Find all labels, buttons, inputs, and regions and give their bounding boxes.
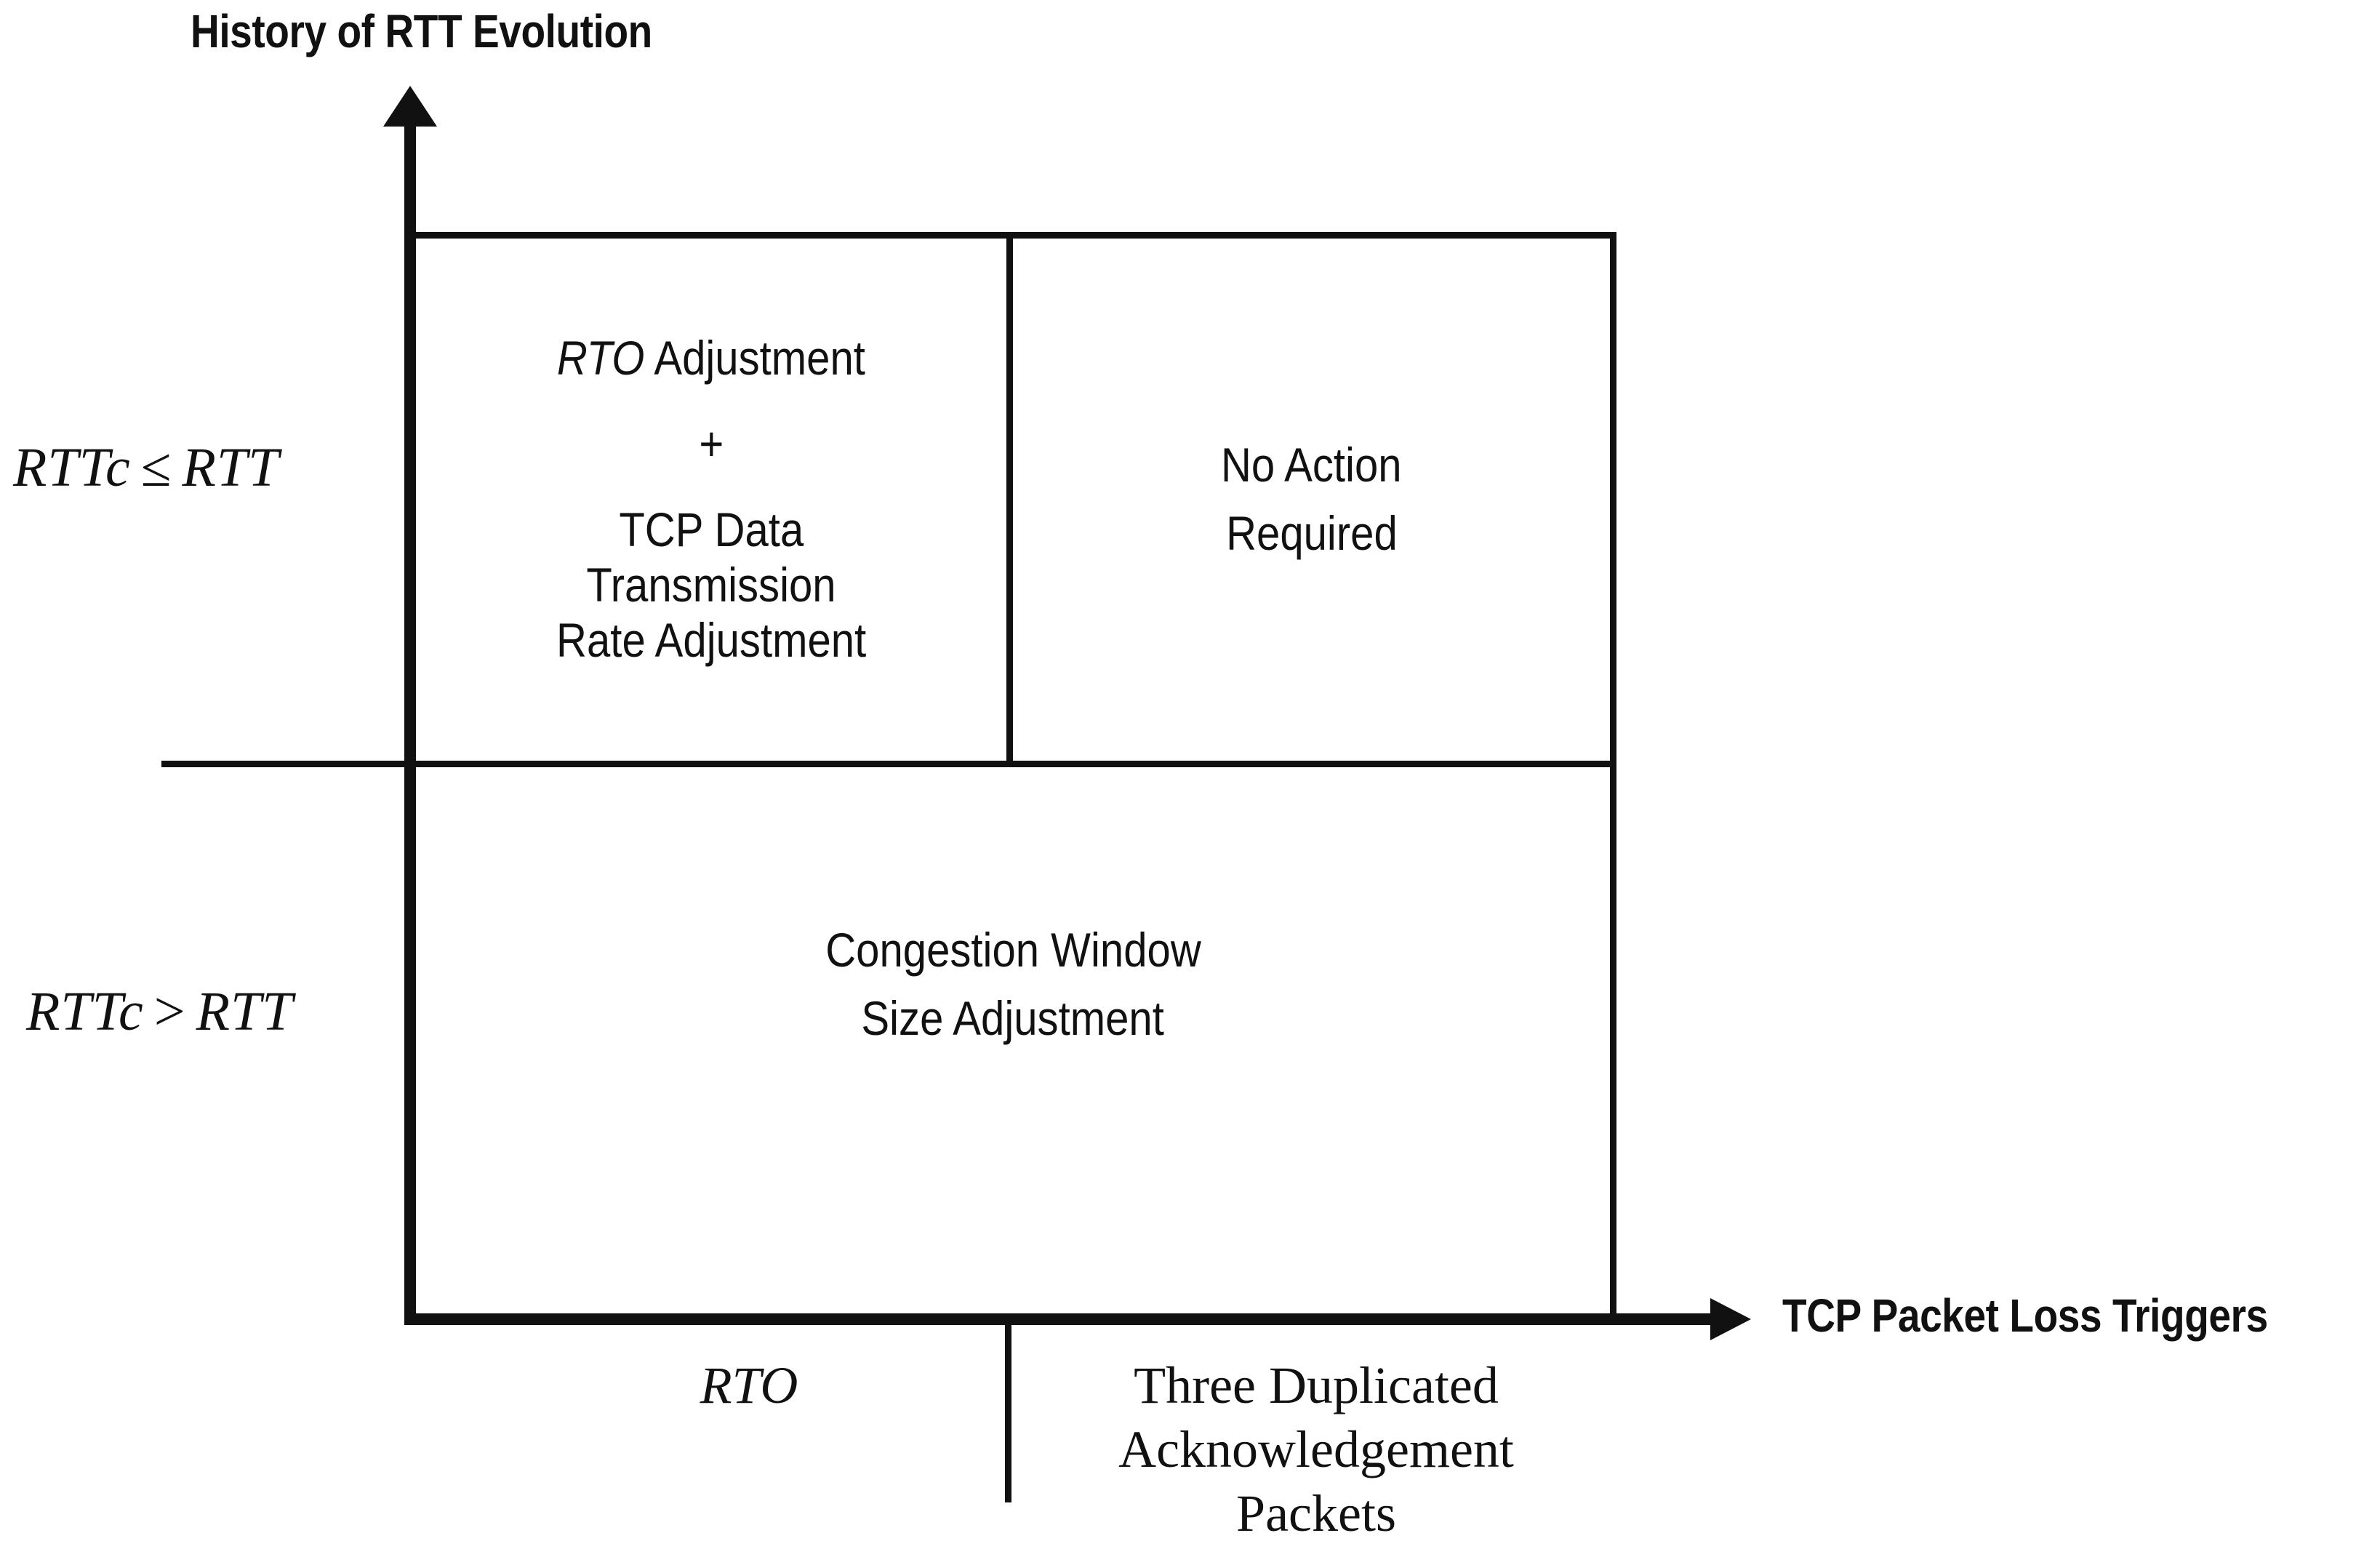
matrix-top-border bbox=[409, 232, 1616, 239]
matrix-column-divider bbox=[1006, 232, 1013, 767]
cell-line: No Action bbox=[1221, 438, 1402, 492]
matrix-cell-congestion-window-size-adjustment: Congestion Window Size Adjustment bbox=[416, 767, 1610, 1319]
cell-line: Congestion Window bbox=[825, 923, 1201, 977]
x-axis-category-tick bbox=[1005, 1322, 1011, 1502]
row-label-operator: > bbox=[153, 981, 186, 1042]
category-line: Acknowledgement bbox=[1118, 1420, 1514, 1478]
category-line: Three Duplicated bbox=[1134, 1356, 1499, 1414]
cell-line: Size Adjustment bbox=[861, 990, 1165, 1045]
cell-line: RTO Adjustment bbox=[557, 331, 865, 386]
category-line: RTO bbox=[700, 1356, 798, 1414]
matrix-right-border bbox=[1610, 232, 1616, 1319]
cell-emphasis-rto: RTO bbox=[557, 331, 645, 385]
cell-line-text: Adjustment bbox=[644, 331, 865, 385]
row-label-rhs: RTT bbox=[196, 981, 294, 1042]
x-axis-title: TCP Packet Loss Triggers bbox=[1782, 1289, 2268, 1342]
cell-line: Rate Adjustment bbox=[556, 612, 867, 667]
x-axis-category-rto: RTO bbox=[545, 1354, 953, 1418]
y-axis-title: History of RTT Evolution bbox=[191, 5, 652, 57]
category-line: Packets bbox=[1236, 1484, 1396, 1542]
matrix-row-divider bbox=[161, 761, 1616, 767]
x-axis-category-three-duplicated-ack-packets: Three Duplicated Acknowledgement Packets bbox=[1047, 1354, 1585, 1545]
row-label-rhs: RTT bbox=[182, 437, 280, 498]
x-axis-line bbox=[404, 1313, 1732, 1325]
cell-line-plus: + bbox=[699, 417, 724, 471]
row-label-lhs: RTTc bbox=[13, 437, 131, 498]
cell-line: Transmission bbox=[586, 557, 836, 612]
row-label-rttc-le-rtt: RTTc≤RTT bbox=[13, 436, 279, 500]
y-axis-line bbox=[404, 109, 416, 1325]
matrix-cell-no-action-required: No Action Required bbox=[1013, 239, 1610, 761]
row-label-rttc-gt-rtt: RTTc>RTT bbox=[26, 980, 294, 1044]
arrow-up-icon bbox=[383, 86, 437, 127]
arrow-right-icon bbox=[1710, 1298, 1751, 1340]
cell-line: TCP Data bbox=[619, 503, 804, 557]
row-label-operator: ≤ bbox=[140, 437, 172, 498]
cell-line: Required bbox=[1225, 506, 1398, 560]
matrix-cell-rto-adjustment: RTO Adjustment + TCP Data Transmission R… bbox=[416, 239, 1006, 761]
row-label-lhs: RTTc bbox=[26, 981, 144, 1042]
